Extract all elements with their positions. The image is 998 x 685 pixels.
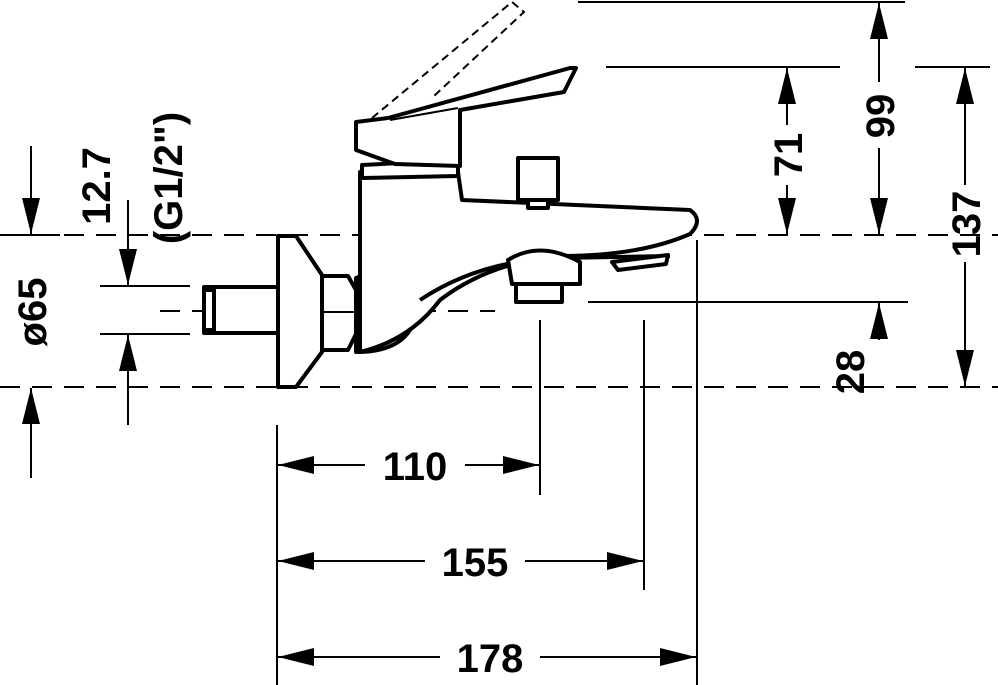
- dim-110-right-arrow: [503, 456, 539, 474]
- label-thread: (G1/2"): [147, 112, 191, 244]
- label-28: 28: [829, 350, 873, 395]
- label-71: 71: [767, 133, 811, 178]
- dim-12-7-bottom-arrow: [119, 335, 137, 371]
- lever-open-position: [371, 0, 526, 119]
- label-178: 178: [457, 637, 524, 681]
- inlet-pipe-end: [202, 288, 216, 332]
- diverter-knob: [516, 156, 560, 202]
- dim-178-left-arrow: [278, 648, 314, 666]
- dim-65-top-arrow: [22, 198, 40, 234]
- dim-155-left-arrow: [278, 552, 314, 570]
- diverter-knob-base: [526, 198, 550, 210]
- dim-28-arrow: [870, 303, 888, 339]
- dim-99-top-arrow: [870, 3, 888, 39]
- label-12-7: 12.7: [75, 147, 119, 225]
- label-110: 110: [383, 445, 448, 489]
- label-155: 155: [442, 541, 509, 585]
- lever-edge: [389, 107, 459, 121]
- faucet-body: [202, 0, 699, 389]
- dim-71-bottom-arrow: [778, 198, 796, 234]
- vertical-extensions: [276, 240, 698, 685]
- lever-handle: [354, 66, 578, 168]
- dim-137-top-arrow: [956, 68, 974, 104]
- dimension-labels: 110 155 178 71 99 137 28 ø65 12.7 (G1/2"…: [11, 94, 989, 681]
- label-d65: ø65: [11, 278, 55, 347]
- label-137: 137: [945, 191, 989, 258]
- dim-137-bottom-arrow: [956, 350, 974, 386]
- aerator-housing: [506, 248, 582, 286]
- diverter-tab: [610, 253, 670, 272]
- dim-178-right-arrow: [660, 648, 696, 666]
- inlet-pipe: [202, 285, 280, 335]
- wall-flange: [276, 234, 324, 389]
- dim-155-right-arrow: [607, 552, 643, 570]
- dim-99-bottom-arrow: [870, 198, 888, 234]
- dim-65-bottom-arrow: [22, 388, 40, 424]
- dim-110-left-arrow: [278, 456, 314, 474]
- dimension-lines: [22, 3, 974, 666]
- label-99: 99: [859, 94, 903, 139]
- dim-71-top-arrow: [778, 68, 796, 104]
- aerator-tip: [514, 282, 564, 304]
- dim-12-7-top-arrow: [119, 249, 137, 285]
